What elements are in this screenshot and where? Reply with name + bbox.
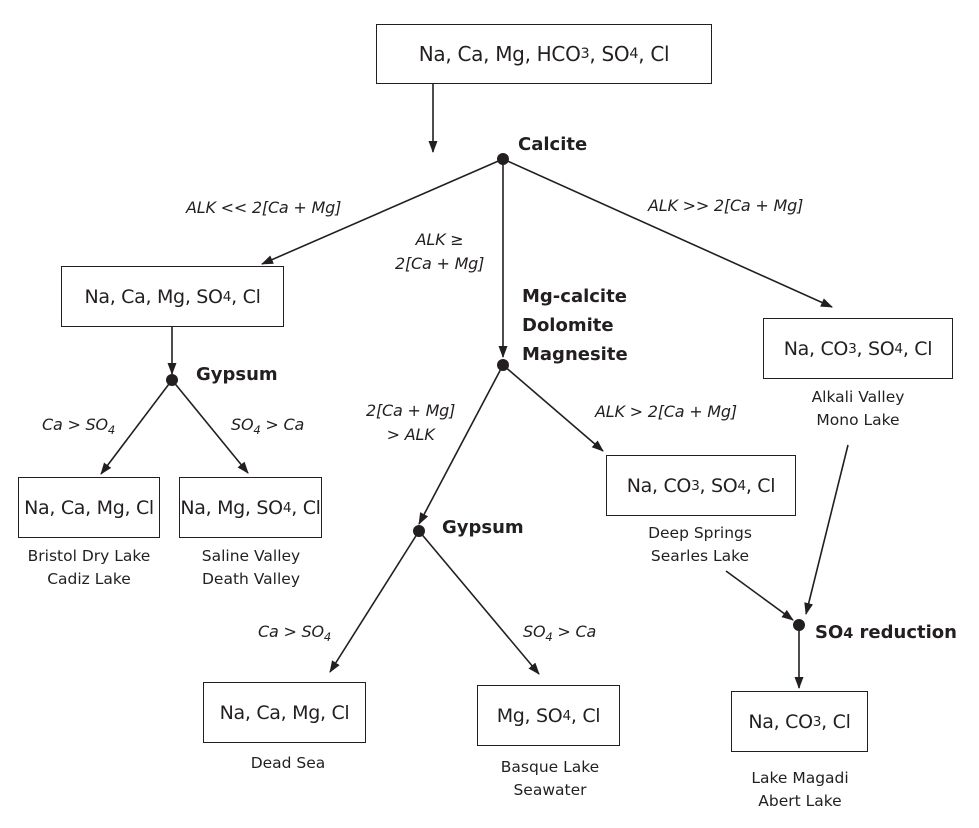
edge-mg-to-gypsum [418,364,504,525]
text-segment: Na, Ca, Mg, SO [84,285,223,308]
text-segment: , Cl [570,704,601,727]
text-segment: , Cl [638,42,670,66]
text-segment: , SO [699,474,738,497]
text-segment: , Cl [231,285,261,308]
text-segment: Na, CO [626,474,692,497]
subscript: 4 [107,423,116,438]
caption-mid-left-right: Basque Lake Seawater [501,756,599,802]
condition-alk-gt: ALK > 2[Ca + Mg] [595,402,737,421]
caption-final: Lake Magadi Abert Lake [751,767,848,813]
text-segment: > Ca [260,415,305,434]
condition-so4-gt-ca-mid: SO4 > Ca [523,620,596,644]
condition-line: ALK ≥ [415,230,464,249]
text-segment: Na, Mg, SO [180,496,283,519]
condition-ca-gt-so4-left: Ca > SO4 [42,413,115,437]
text-segment: SO [231,415,254,434]
edge-gypsum-mid-to-box2 [418,530,540,675]
text-segment: Na, Ca, Mg, Cl [24,496,154,519]
left-left-composition-box: Na, Ca, Mg, Cl [18,477,160,538]
text-segment: , Cl [291,496,321,519]
edge-gypsum-left-to-box2 [171,379,249,474]
node-calcite [497,153,509,165]
text-segment: SO [815,622,844,643]
edge-calcite-to-left [261,158,504,265]
caption-line: Searles Lake [650,547,750,565]
caption-line: Alkali Valley [811,388,905,406]
text-segment: reduction [853,622,957,643]
mineral-so4-reduction: SO4 reduction [815,618,957,647]
condition-line: > ALK [386,425,435,444]
edge-deepsprings-to-so4 [725,570,794,621]
mineral-magnesite: Magnesite [522,344,628,365]
text-segment: Na, Ca, Mg, HCO [418,42,581,66]
subscript: 4 [253,423,261,438]
text-segment: Mg, SO [496,704,563,727]
edge-mono-to-so4 [804,444,849,615]
condition-so4-gt-ca-left: SO4 > Ca [231,413,304,437]
node-gypsum-mid [413,525,425,537]
caption-right: Alkali Valley Mono Lake [812,386,905,432]
caption-line: Dead Sea [250,754,326,772]
subscript: 4 [545,630,553,645]
caption-left-left: Bristol Dry Lake Cadiz Lake [28,545,151,591]
text-segment: , Cl [821,710,851,733]
caption-line: Bristol Dry Lake [27,547,151,565]
caption-line: Cadiz Lake [47,570,131,588]
mineral-gypsum-left: Gypsum [196,364,278,385]
caption-line: Basque Lake [500,758,600,776]
mid-left-left-composition-box: Na, Ca, Mg, Cl [203,682,366,743]
caption-line: Death Valley [201,570,301,588]
edge-gypsum-left-to-box [100,379,173,475]
condition-camg-gt-alk: 2[Ca + Mg] > ALK [366,399,455,447]
caption-line: Mono Lake [816,411,900,429]
text-segment: , SO [856,337,895,360]
condition-alk-much-less: ALK << 2[Ca + Mg] [186,198,342,217]
caption-line: Abert Lake [758,792,842,810]
text-segment: SO [523,622,546,641]
text-segment: Na, CO [783,337,849,360]
mineral-gypsum-mid: Gypsum [442,517,524,538]
text-segment: Ca > SO [42,415,108,434]
node-so4-reduction [793,619,805,631]
subscript: 4 [843,626,854,642]
text-segment: , Cl [745,474,776,497]
text-segment: Na, Ca, Mg, Cl [219,701,350,724]
mineral-dolomite: Dolomite [522,315,614,336]
mineral-mg-calcite: Mg-calcite [522,286,627,307]
caption-line: Seawater [513,781,587,799]
mineral-group-mg: Mg-calcite Dolomite Magnesite [522,282,628,369]
edge-calcite-to-right [502,158,833,308]
text-segment: Ca > SO [258,622,324,641]
node-mg-minerals [497,359,509,371]
condition-alk-much-greater: ALK >> 2[Ca + Mg] [648,196,804,215]
condition-ca-gt-so4-mid: Ca > SO4 [258,620,331,644]
caption-line: Deep Springs [648,524,752,542]
condition-alk-ge: ALK ≥ 2[Ca + Mg] [395,228,484,276]
text-segment: > Ca [552,622,597,641]
caption-left-right: Saline Valley Death Valley [202,545,300,591]
condition-line: 2[Ca + Mg] [366,401,456,420]
condition-line: 2[Ca + Mg] [395,254,485,273]
edge-mg-to-box [502,364,604,452]
subscript: 4 [323,630,332,645]
text-segment: Na, CO [748,710,813,733]
mineral-calcite: Calcite [518,134,588,155]
node-gypsum-left [166,374,178,386]
text-segment: , Cl [902,337,933,360]
caption-line: Saline Valley [201,547,301,565]
edge-gypsum-mid-to-box [329,530,420,673]
caption-mid-left-left: Dead Sea [251,752,326,775]
text-segment: , SO [589,42,630,66]
caption-line: Lake Magadi [751,769,849,787]
caption-mid-right: Deep Springs Searles Lake [648,522,752,568]
